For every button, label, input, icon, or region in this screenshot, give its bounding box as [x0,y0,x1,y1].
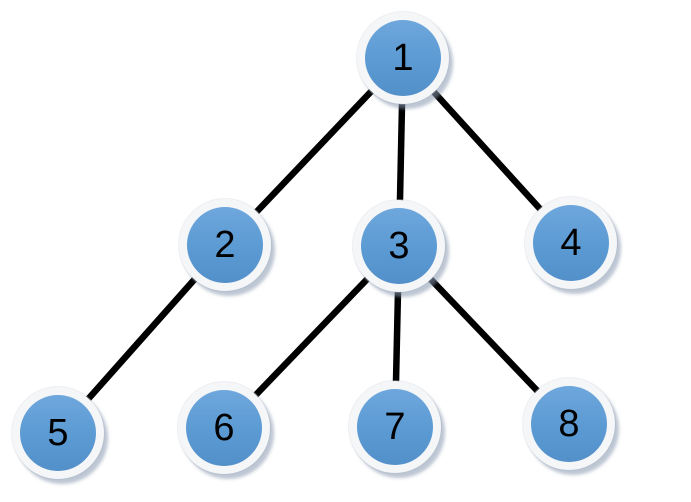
tree-node-1: 1 [357,12,449,104]
tree-node-4: 4 [525,197,617,289]
tree-node-6: 6 [178,382,270,474]
tree-node-5: 5 [12,387,104,479]
node-circle: 2 [187,207,263,283]
node-circle: 8 [531,386,607,462]
node-label: 8 [558,403,580,445]
node-circle: 1 [365,20,441,96]
node-circle: 5 [20,395,96,471]
node-label: 5 [47,412,69,454]
tree-node-8: 8 [523,378,615,470]
node-circle: 6 [186,390,262,466]
node-label: 6 [213,407,235,449]
node-circle: 3 [361,208,437,284]
tree-node-2: 2 [179,199,271,291]
node-circle: 7 [357,389,433,465]
node-label: 1 [392,37,414,79]
tree-node-7: 7 [349,381,441,473]
node-circle: 4 [533,205,609,281]
node-label: 2 [214,224,236,266]
node-label: 3 [388,225,410,267]
tree-node-3: 3 [353,200,445,292]
node-label: 4 [560,222,582,264]
node-label: 7 [384,406,406,448]
